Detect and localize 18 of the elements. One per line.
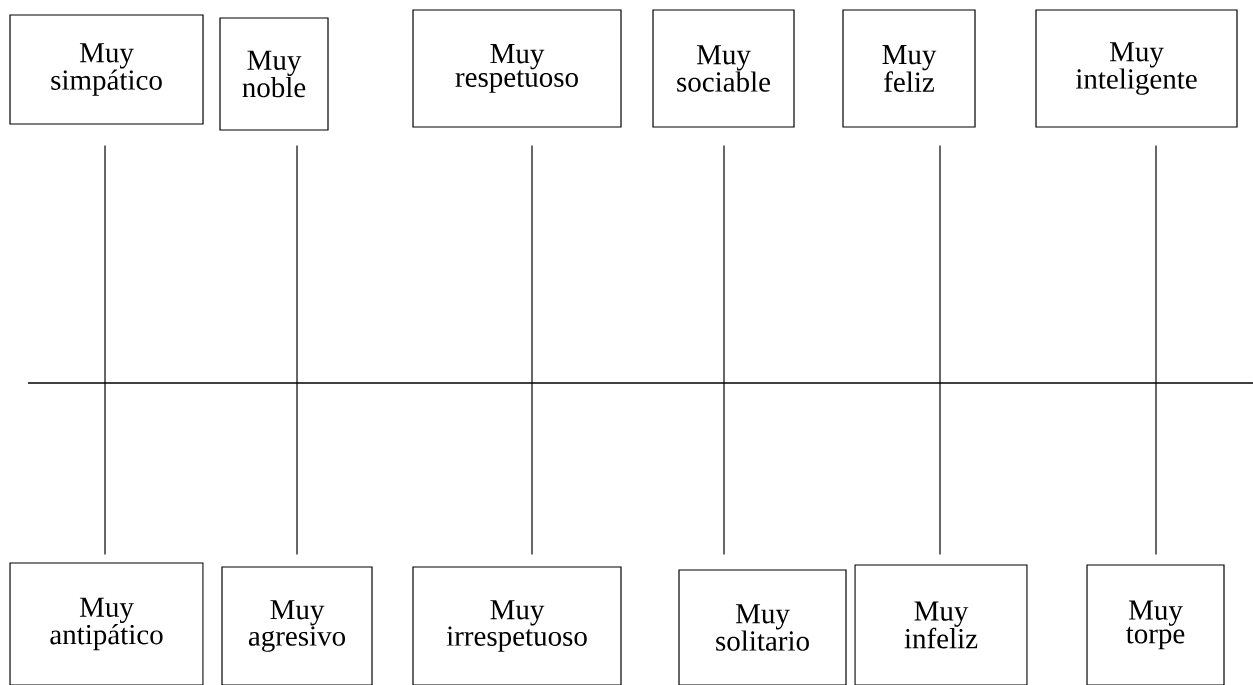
scale-line <box>104 145 106 555</box>
label-box: Muy solitario <box>678 569 847 685</box>
label-box: Muy torpe <box>1086 564 1225 685</box>
scale-line <box>1155 145 1157 555</box>
scale-line <box>296 145 298 555</box>
scale-line <box>531 145 533 555</box>
label-box: Muy inteligente <box>1035 9 1238 128</box>
label-box: Muy feliz <box>842 9 976 128</box>
scale-line <box>939 145 941 555</box>
label-box: Muy antipático <box>9 562 204 685</box>
label-box: Muy noble <box>219 17 329 131</box>
label-box: Muy infeliz <box>854 564 1028 685</box>
scale-line <box>723 145 725 555</box>
label-box: Muy respetuoso <box>412 9 622 128</box>
label-box: Muy sociable <box>652 9 795 128</box>
label-box: Muy irrespetuoso <box>412 566 622 685</box>
label-box: Muy agresivo <box>221 566 373 685</box>
label-box: Muy simpático <box>9 14 204 125</box>
